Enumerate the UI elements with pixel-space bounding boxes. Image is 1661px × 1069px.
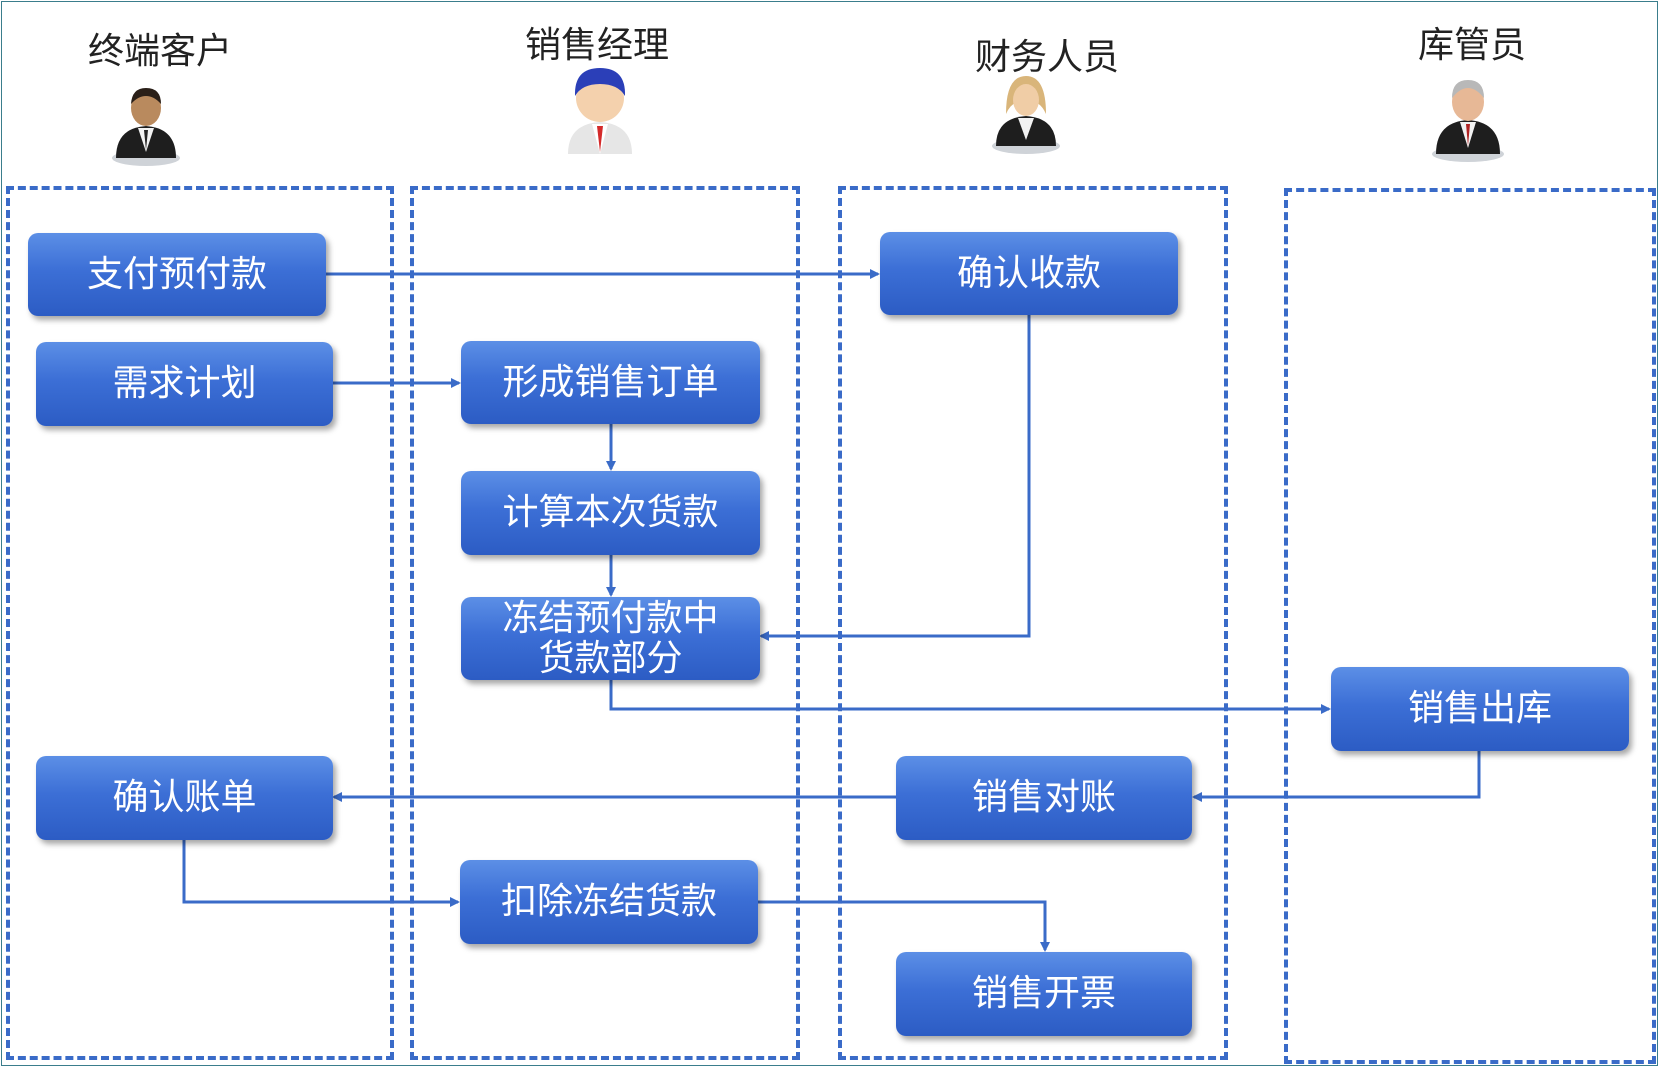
step-stock-out-label: 销售出库: [1407, 688, 1552, 729]
step-freeze-payment[interactable]: 冻结预付款中 货款部分: [461, 597, 760, 680]
step-reconcile[interactable]: 销售对账: [896, 756, 1192, 840]
actor-finance-label: 财务人员: [975, 37, 1120, 78]
step-create-order[interactable]: 形成销售订单: [461, 341, 760, 424]
arrow-receipt-to-freeze: [759, 315, 1031, 641]
step-demand-plan-label: 需求计划: [112, 363, 257, 404]
arrow-deduct-to-invoice: [758, 900, 1050, 952]
step-freeze-payment-label: 冻结预付款中 货款部分: [502, 597, 719, 679]
step-confirm-bill-label: 确认账单: [112, 777, 257, 818]
lane-customer: [6, 186, 394, 1060]
step-pay-advance[interactable]: 支付预付款: [28, 233, 326, 316]
finance-avatar-icon: [992, 76, 1060, 154]
step-invoice-label: 销售开票: [971, 973, 1116, 1014]
step-calc-payment[interactable]: 计算本次货款: [461, 471, 760, 555]
actor-sales-manager-label: 销售经理: [525, 25, 670, 66]
step-create-order-label: 形成销售订单: [502, 361, 719, 403]
actor-customer-label: 终端客户: [88, 31, 233, 72]
step-confirm-receipt-label: 确认收款: [956, 252, 1101, 294]
step-confirm-receipt[interactable]: 确认收款: [880, 232, 1178, 315]
step-deduct-frozen-label: 扣除冻结货款: [500, 881, 717, 922]
sales-manager-avatar-icon: [568, 68, 632, 154]
step-reconcile-label: 销售对账: [971, 777, 1116, 818]
step-demand-plan[interactable]: 需求计划: [36, 342, 333, 426]
arrow-bill-to-deduct: [182, 840, 460, 907]
step-deduct-frozen[interactable]: 扣除冻结货款: [460, 860, 758, 944]
actor-warehouse-label: 库管员: [1418, 25, 1527, 66]
arrow-freeze-to-stockout: [609, 680, 1331, 714]
step-pay-advance-label: 支付预付款: [86, 253, 267, 295]
step-confirm-bill[interactable]: 确认账单: [36, 756, 333, 840]
step-invoice[interactable]: 销售开票: [896, 952, 1192, 1036]
lane-sales-manager: [410, 186, 800, 1060]
warehouse-avatar-icon: [1432, 80, 1504, 162]
arrow-stockout-to-reconcile: [1192, 751, 1481, 802]
step-stock-out[interactable]: 销售出库: [1331, 667, 1629, 751]
lane-finance: [838, 186, 1228, 1060]
lane-warehouse: [1284, 188, 1656, 1064]
step-calc-payment-label: 计算本次货款: [502, 492, 719, 533]
customer-avatar-icon: [112, 88, 180, 166]
